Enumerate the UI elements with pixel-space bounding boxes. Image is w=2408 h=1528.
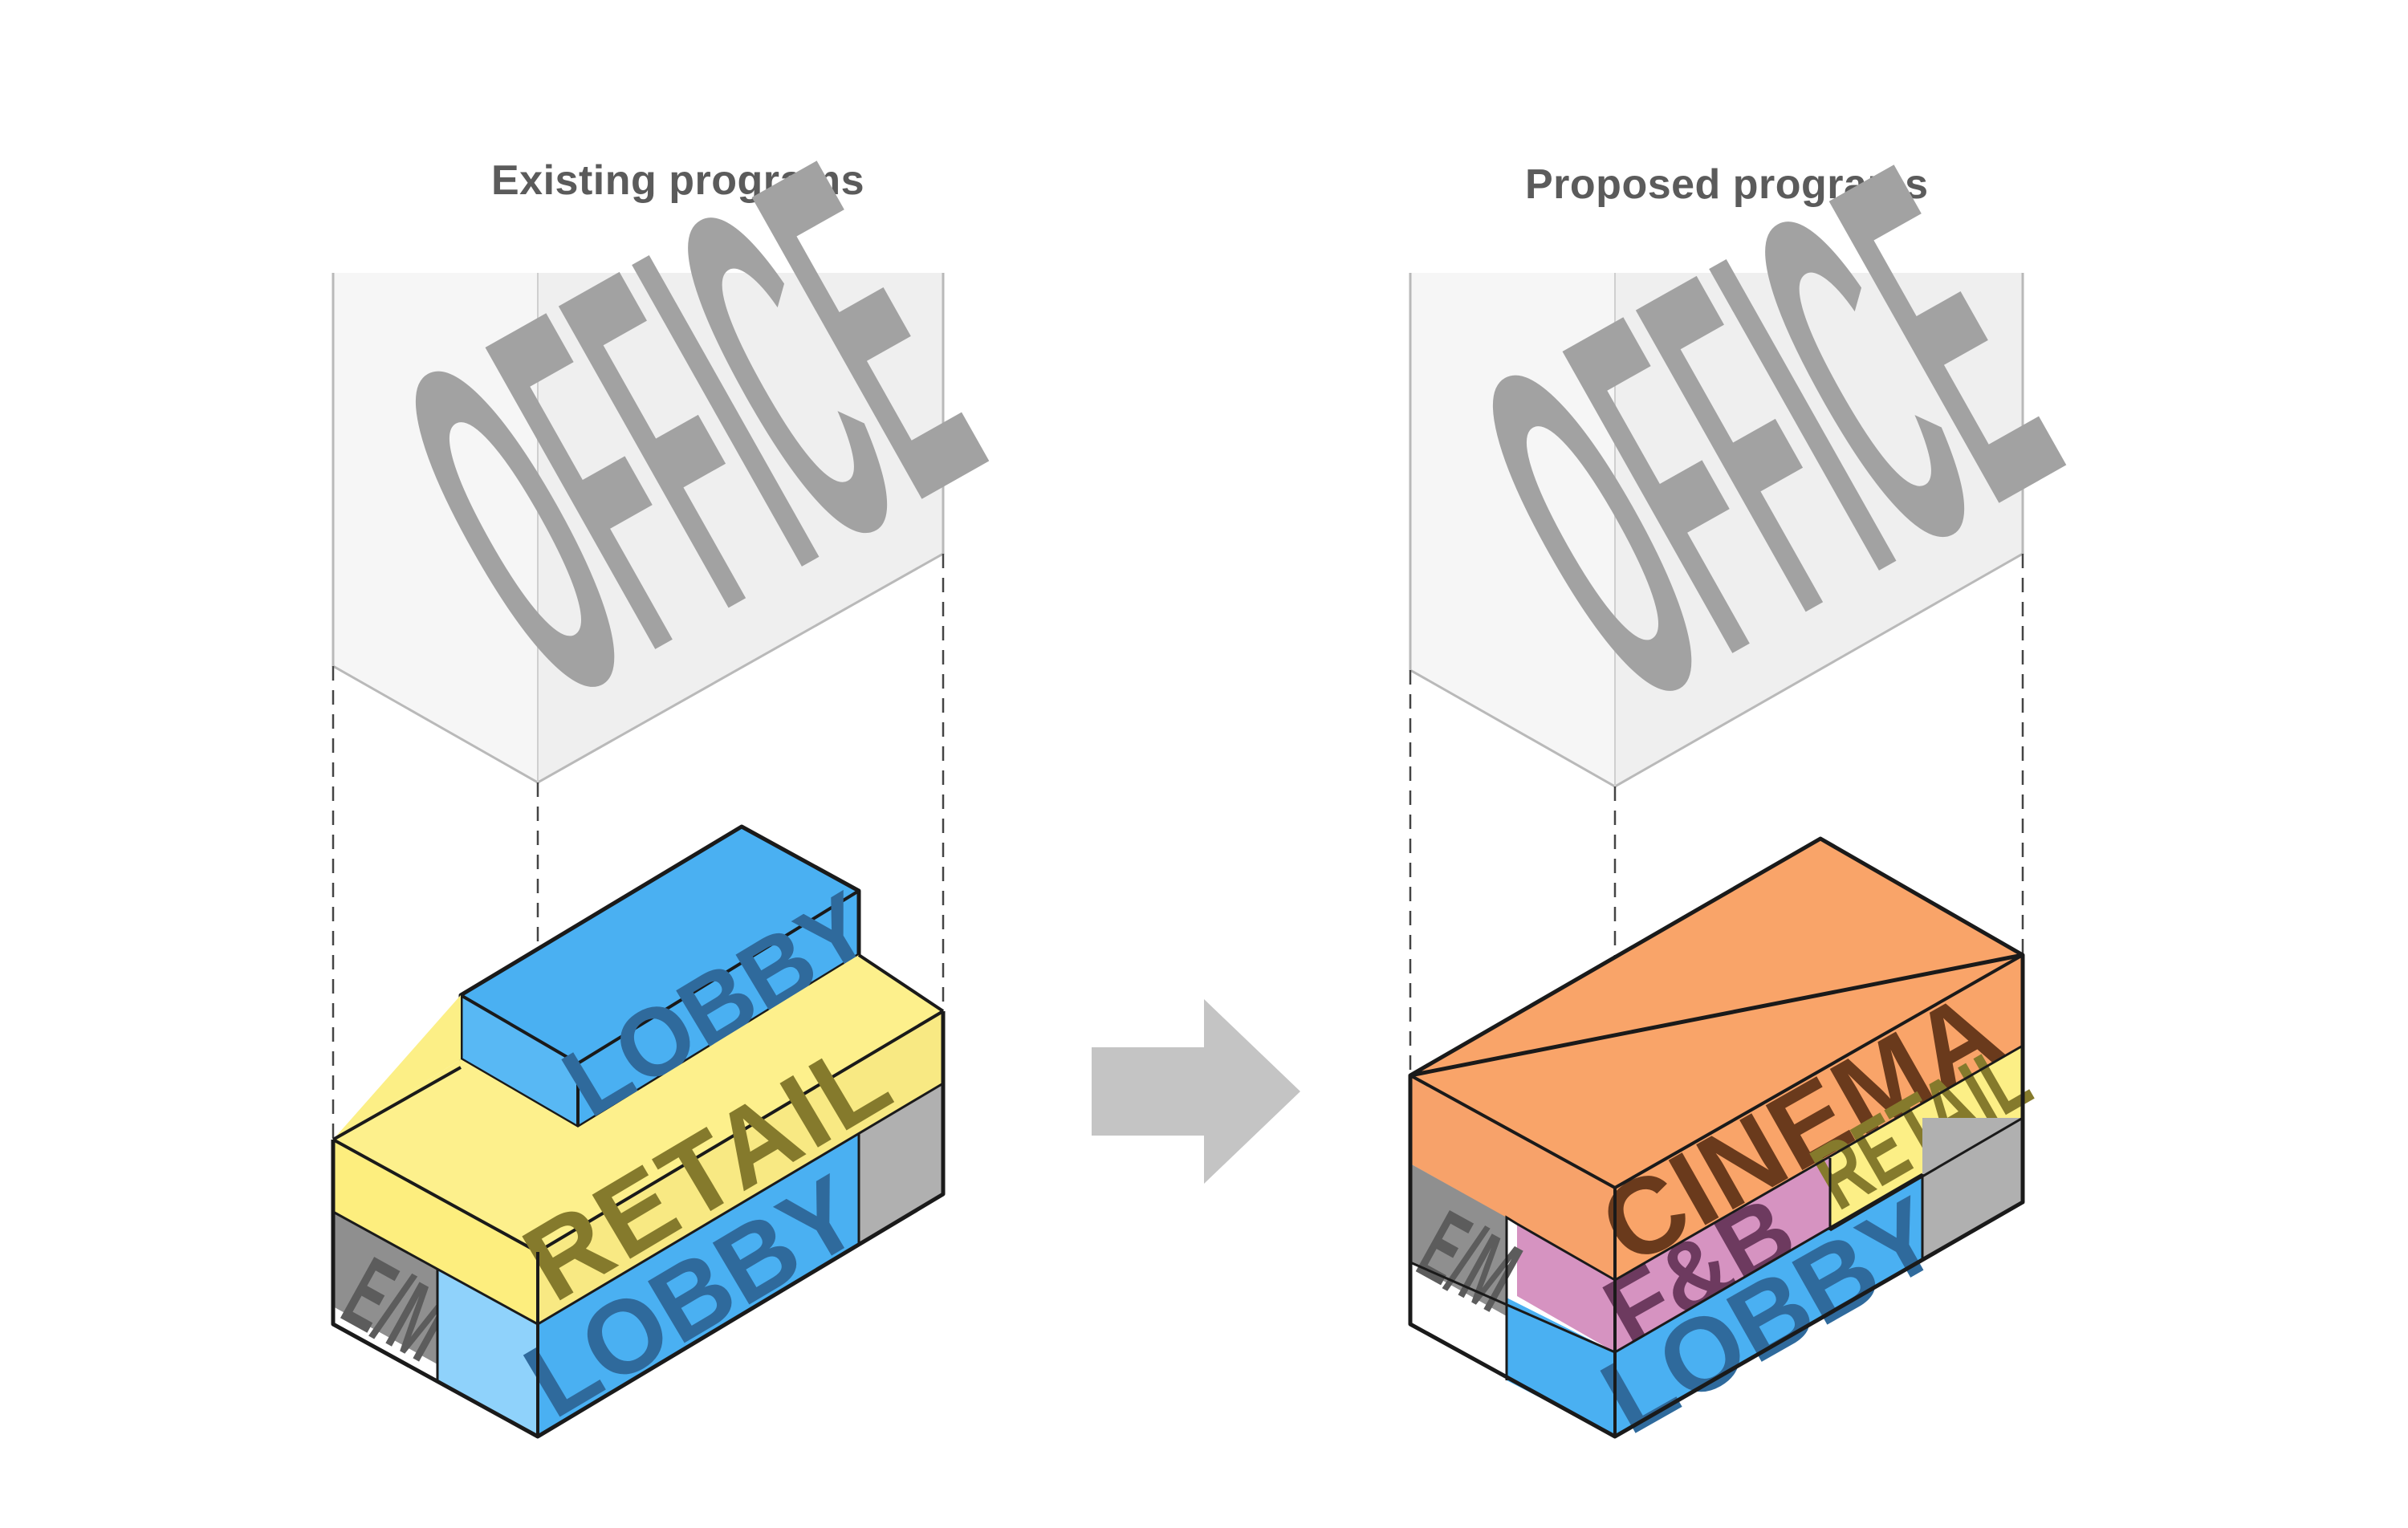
existing-office-tower: OFFICE [331,63,1047,800]
proposed-programs-title: Proposed programs [1525,161,1929,208]
existing-panel: OFFICE LOBBY [327,63,1047,1440]
proposed-office-tower: OFFICE [1408,67,2124,804]
transition-arrow [1092,999,1300,1184]
proposed-panel: OFFICE CINEMA [1402,67,2124,1456]
existing-programs-title: Existing programs [491,157,865,204]
